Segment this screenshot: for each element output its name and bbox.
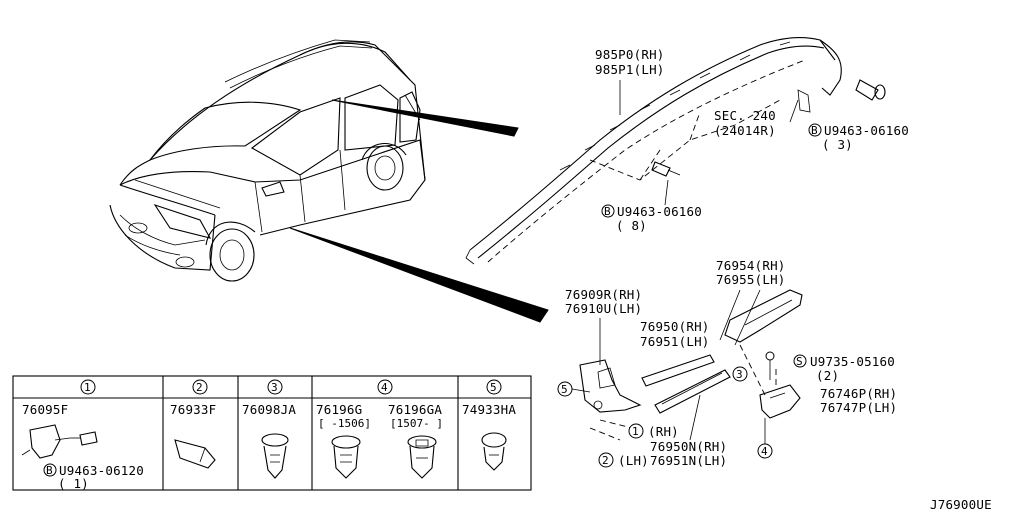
leader-line — [789, 99, 799, 123]
leader-line — [719, 289, 761, 346]
vehicle-illustration — [109, 39, 426, 282]
bracket-rh: 76746P(RH) — [820, 386, 897, 401]
col3-part: 76098JA — [242, 402, 296, 417]
callout-5: 5 — [557, 381, 591, 397]
pointer-wedge-sill — [289, 227, 549, 323]
svg-text:4: 4 — [761, 445, 768, 458]
bolt-icon — [855, 79, 886, 101]
svg-text:1: 1 — [632, 425, 639, 438]
clip-icon — [481, 432, 507, 471]
col2-part: 76933F — [170, 402, 216, 417]
diagram-id: J76900UE — [930, 497, 992, 512]
bolt-top-label: B U9463-06160 ( 3) — [808, 123, 909, 152]
svg-text:4: 4 — [381, 381, 388, 394]
clip-icon — [331, 435, 361, 479]
col1-bolt: U9463-06120 — [59, 463, 144, 478]
bolt-top-qty: ( 3) — [822, 137, 853, 152]
col4-range-a: [ -1506] — [318, 417, 371, 430]
svg-text:5: 5 — [561, 383, 568, 396]
col4-range-b: [1507- ] — [390, 417, 443, 430]
bolt-mid-qty: ( 8) — [616, 218, 647, 233]
svg-text:1: 1 — [84, 381, 91, 394]
clip-icon — [407, 435, 437, 479]
clip-table — [12, 375, 532, 491]
lower-rh: 76950N(RH) — [650, 439, 727, 454]
col1-marker: B — [46, 464, 53, 477]
col1-part: 76095F — [22, 402, 68, 417]
table-header-1: 1 — [80, 379, 96, 395]
upper-rh: 76954(RH) — [716, 258, 786, 273]
inner-rh: 76950(RH) — [640, 319, 710, 334]
sec-ref: SEC. 240 — [714, 108, 776, 123]
leader-line — [689, 394, 701, 441]
screw-label: S U9735-05160 (2) — [793, 354, 895, 383]
col1-qty: ( 1) — [58, 476, 89, 491]
col4-part-a: 76196G — [316, 402, 362, 417]
clip-bracket-icon — [21, 424, 98, 459]
airbag-part-rh: 985P0(RH) — [595, 47, 665, 62]
screw-marker: S — [796, 355, 803, 368]
bolt-marker-circle — [43, 463, 57, 477]
col4-part-b: 76196GA — [388, 402, 442, 417]
table-header-4: 4 — [377, 379, 393, 395]
garnish-rh: 76909R(RH) — [565, 287, 642, 302]
callout-2-lh: 2 (LH) — [598, 452, 649, 468]
svg-text:(RH): (RH) — [648, 424, 679, 439]
bolt-marker: B — [604, 205, 611, 218]
inner-lh: 76951(LH) — [640, 334, 710, 349]
screw-qty: (2) — [816, 368, 839, 383]
callout-3: 3 — [732, 366, 748, 382]
svg-text:3: 3 — [271, 381, 278, 394]
table-header-5: 5 — [486, 379, 502, 395]
callout-4: 4 — [757, 418, 773, 459]
clip-icon — [261, 433, 289, 479]
bolt-icon — [651, 161, 681, 177]
bolt-mid-part: U9463-06160 — [617, 204, 702, 219]
upper-lh: 76955(LH) — [716, 272, 786, 287]
clip-icon — [174, 439, 216, 469]
sill-parts-illustration — [579, 289, 803, 441]
lower-lh: 76951N(LH) — [650, 453, 727, 468]
table-header-2: 2 — [192, 379, 208, 395]
bolt-mid-label: B U9463-06160 ( 8) — [601, 179, 702, 233]
table-header-3: 3 — [267, 379, 283, 395]
garnish-lh: 76910U(LH) — [565, 301, 642, 316]
airbag-part-lh: 985P1(LH) — [595, 62, 665, 77]
bracket-lh: 76747P(LH) — [820, 400, 897, 415]
svg-text:2: 2 — [196, 381, 203, 394]
pointer-wedge-roof — [331, 99, 519, 137]
callout-1-rh: 1 (RH) — [628, 423, 679, 439]
screw-part: U9735-05160 — [810, 354, 895, 369]
svg-text:(LH): (LH) — [618, 453, 649, 468]
col5-part: 74933HA — [462, 402, 516, 417]
bolt-marker: B — [811, 124, 818, 137]
svg-text:5: 5 — [490, 381, 497, 394]
svg-text:3: 3 — [736, 368, 743, 381]
sec-part: (24014R) — [714, 123, 776, 138]
bolt-top-part: U9463-06160 — [824, 123, 909, 138]
curtain-airbag-module — [465, 36, 842, 265]
svg-text:2: 2 — [602, 454, 609, 467]
